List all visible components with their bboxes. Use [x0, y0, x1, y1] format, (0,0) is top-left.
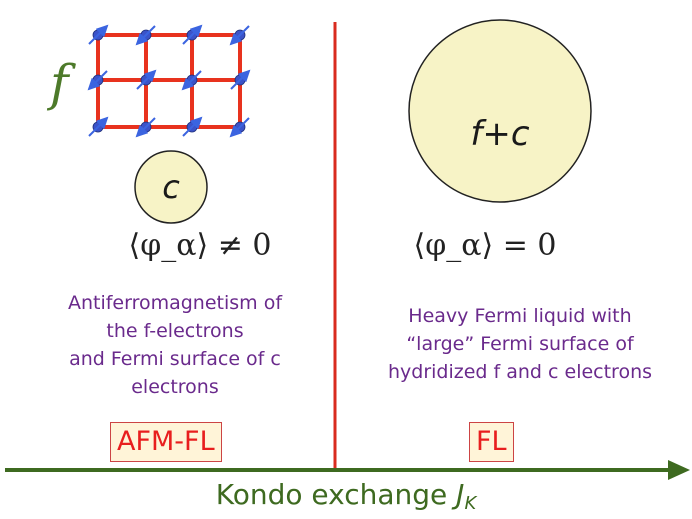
- fl-description-line: Heavy Fermi liquid with: [408, 305, 632, 327]
- lattice-label: f: [50, 54, 69, 112]
- afm-description-line: and Fermi surface of c: [69, 348, 281, 370]
- axis-subscript: K: [464, 493, 477, 514]
- fl-description-line: hydridized f and c electrons: [387, 361, 653, 383]
- afm-fl-phase-label: AFM-FL: [110, 422, 222, 462]
- afm-description-line: the f-electrons: [106, 320, 244, 342]
- afm-description-line: Antiferromagnetism of: [67, 292, 283, 314]
- spin-arrow-icon: [230, 69, 251, 90]
- fl-description-line: “large” Fermi surface of: [406, 333, 634, 355]
- spin-arrow-icon: [135, 117, 156, 138]
- spin-arrow-icon: [181, 70, 202, 91]
- fc-fermi-surface-circle: [408, 19, 592, 203]
- small-circle-label: c: [162, 168, 180, 206]
- axis-arrowhead: [668, 460, 690, 480]
- afm-description-line: electrons: [131, 376, 219, 398]
- spin-arrow-icon: [87, 70, 108, 91]
- spin-arrow-icon: [88, 24, 109, 45]
- spin-arrow-icon: [229, 25, 250, 46]
- axis-symbol: J: [456, 478, 465, 511]
- spin-arrow-icon: [229, 117, 250, 138]
- fl-phase-label: FL: [469, 422, 514, 462]
- spin-arrow-icon: [135, 25, 156, 46]
- order-parameter-nonzero: ⟨φ_α⟩ ≠ 0: [128, 228, 272, 263]
- large-circle-label: f+c: [470, 114, 530, 154]
- f-electron-lattice: [87, 24, 251, 138]
- axis-label: Kondo exchange JK: [0, 478, 692, 514]
- afm-description: Antiferromagnetism of the f-electrons an…: [15, 289, 335, 401]
- c-fermi-surface-circle: [134, 150, 208, 224]
- spin-arrow-icon: [182, 24, 203, 45]
- fl-description: Heavy Fermi liquid with “large” Fermi su…: [350, 302, 690, 386]
- spin-arrow-icon: [88, 116, 109, 137]
- spin-arrow-icon: [182, 116, 203, 137]
- order-parameter-zero: ⟨φ_α⟩ = 0: [413, 228, 557, 263]
- spin-arrow-icon: [136, 69, 157, 90]
- axis-label-text: Kondo exchange: [215, 478, 448, 511]
